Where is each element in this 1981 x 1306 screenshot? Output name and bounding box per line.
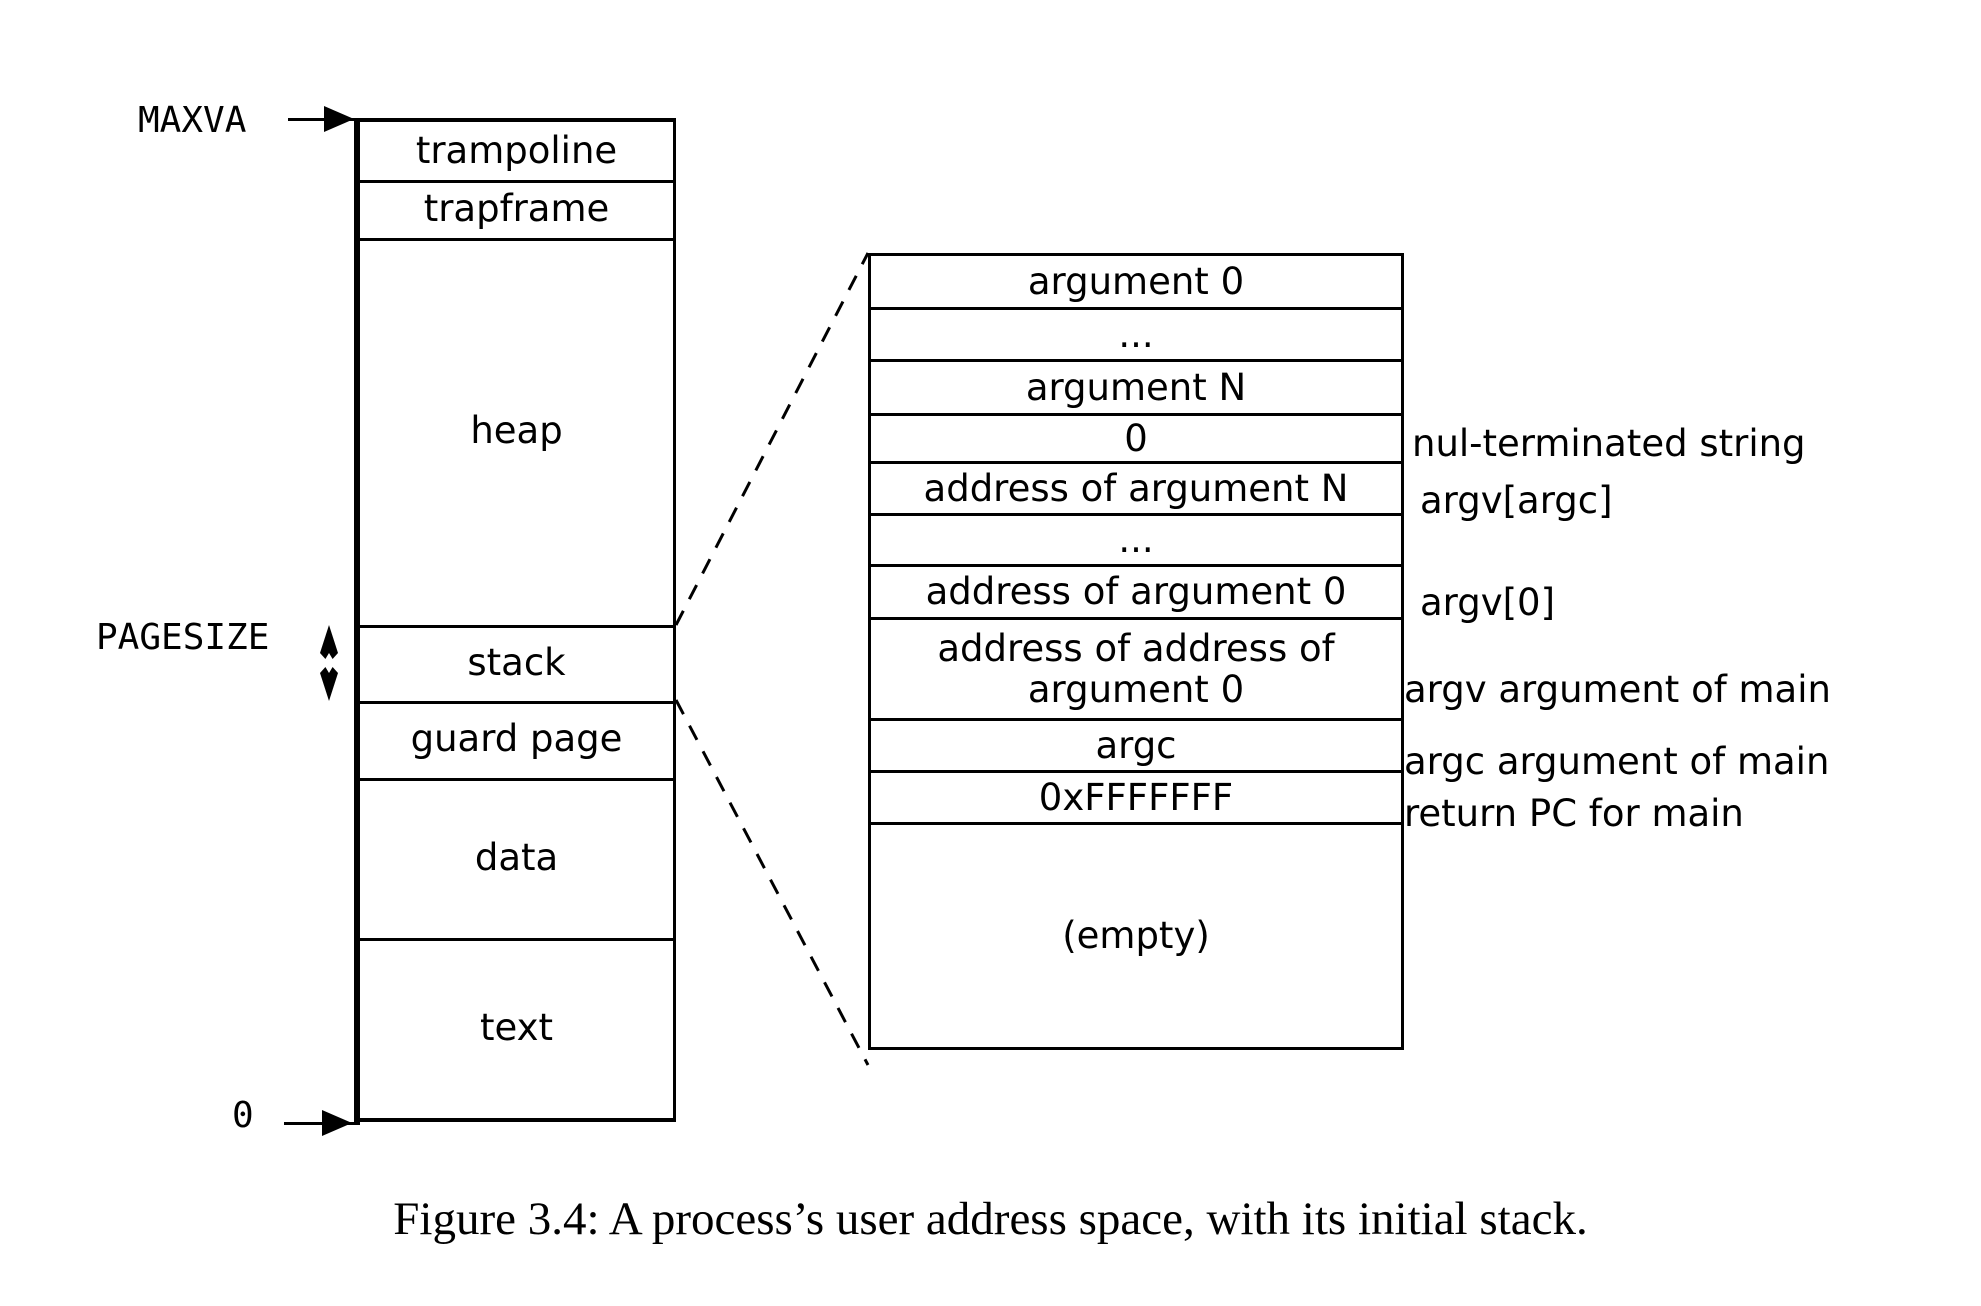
connector-line-upper (674, 252, 870, 626)
annotation-return-pc-for-main: return PC for main (1404, 792, 1744, 835)
maxva-arrow-head-icon (324, 106, 354, 132)
annotation-nul-terminated-string: nul-terminated string (1412, 422, 1806, 465)
connector-line-lower (674, 699, 870, 1066)
pagesize-double-arrow-icon (320, 625, 338, 701)
annotation-argv-argc: argv[argc] (1420, 479, 1613, 522)
stack-row: ... (871, 516, 1401, 567)
stack-row: argument N (871, 362, 1401, 416)
memory-segment-heap: heap (360, 238, 673, 625)
memory-segment-trampoline: trampoline (360, 122, 673, 180)
maxva-label: MAXVA (138, 100, 247, 141)
stack-row: ... (871, 310, 1401, 362)
memory-segment-text: text (360, 938, 673, 1118)
stack-row: address of argument 0 (871, 567, 1401, 620)
annotation-argv-0: argv[0] (1420, 581, 1556, 624)
stack-row: address of address of argument 0 (871, 620, 1401, 721)
stack-row: argc (871, 721, 1401, 773)
memory-segment-label: data (474, 835, 559, 879)
segment-divider (360, 180, 673, 183)
stack-row: address of argument N (871, 464, 1401, 516)
memory-segment-label: text (479, 1005, 554, 1049)
memory-segment-data: data (360, 778, 673, 938)
memory-segment-label: heap (470, 409, 563, 453)
stack-row: (empty) (1062, 914, 1210, 958)
annotation-argv-argument-of-main: argv argument of main (1404, 668, 1831, 711)
initial-stack-detail-table: argument 0 ... argument N 0 address of a… (868, 253, 1404, 1050)
user-address-space-column: trampoline trapframe heap stack guard pa… (354, 118, 676, 1122)
segment-divider (360, 625, 673, 628)
address-space-bottom-border (360, 1118, 673, 1122)
segment-divider (360, 238, 673, 241)
address-space-top-border (360, 118, 673, 122)
memory-segment-label: trapframe (423, 186, 610, 230)
zero-arrow-head-icon (322, 1110, 352, 1136)
memory-segment-label: guard page (410, 717, 623, 761)
memory-segment-guard-page: guard page (360, 701, 673, 778)
memory-segment-label: stack (467, 640, 566, 684)
segment-divider (360, 938, 673, 941)
pagesize-label: PAGESIZE (96, 617, 270, 658)
stack-row: 0xFFFFFFF (871, 773, 1401, 825)
annotation-argc-argument-of-main: argc argument of main (1404, 740, 1830, 783)
stack-row: 0 (871, 416, 1401, 464)
memory-segment-stack: stack (360, 625, 673, 701)
stack-row: argument 0 (871, 256, 1401, 310)
memory-segment-label: trampoline (415, 128, 618, 172)
memory-segment-trapframe: trapframe (360, 180, 673, 238)
zero-label: 0 (232, 1095, 254, 1136)
segment-divider (360, 701, 673, 704)
segment-divider (360, 778, 673, 781)
figure-caption: Figure 3.4: A process’s user address spa… (393, 1193, 1588, 1245)
